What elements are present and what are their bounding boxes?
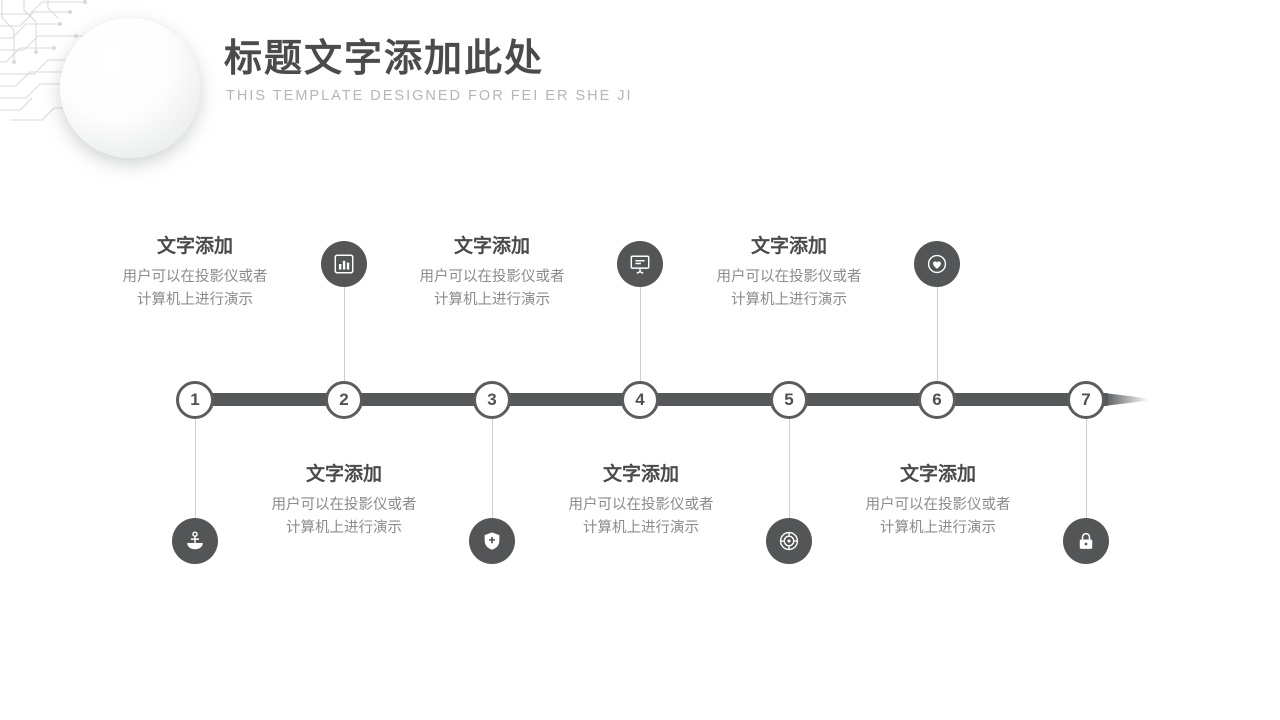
icon-circle-7[interactable] (1063, 518, 1109, 564)
node-number-5: 5 (784, 390, 794, 409)
timeline-heading-4: 文字添加 (453, 236, 530, 257)
timeline-heading-3: 文字添加 (602, 464, 679, 485)
node-number-4: 4 (635, 390, 645, 409)
node-number-1: 1 (190, 390, 200, 409)
timeline-body-3-line2: 计算机上进行演示 (583, 520, 699, 536)
page-header: 标题文字添加此处 THIS TEMPLATE DESIGNED FOR FEI … (0, 0, 1280, 170)
timeline-text-5: 文字添加 用户可以在投影仪或者 计算机上进行演示 (823, 463, 1053, 540)
timeline-node-2[interactable]: 2 (325, 381, 363, 419)
icon-circle-6[interactable] (914, 241, 960, 287)
timeline-body-4-line1: 用户可以在投影仪或者 (419, 269, 565, 285)
anchor-icon (187, 531, 203, 550)
timeline-body-5-line2: 计算机上进行演示 (880, 520, 996, 536)
timeline-node-4[interactable]: 4 (621, 381, 659, 419)
node-number-3: 3 (487, 390, 497, 409)
timeline-body-5-line1: 用户可以在投影仪或者 (865, 497, 1011, 513)
timeline-node-3[interactable]: 3 (473, 381, 511, 419)
timeline-body-6-line2: 计算机上进行演示 (731, 292, 847, 308)
timeline-node-5[interactable]: 5 (770, 381, 808, 419)
shield-icon (484, 532, 500, 550)
timeline-text-7 (970, 235, 1200, 242)
timeline-body-2-line2: 计算机上进行演示 (137, 292, 253, 308)
hand-heart-icon (927, 254, 947, 274)
timeline-heading-1: 文字添加 (305, 464, 382, 485)
page-title: 标题文字添加此处 (224, 38, 545, 80)
timeline-body-3-line1: 用户可以在投影仪或者 (568, 497, 714, 513)
node-number-7: 7 (1081, 390, 1091, 409)
presentation-icon (630, 255, 650, 274)
bar-chart-icon (334, 254, 354, 274)
connector-4 (640, 275, 641, 381)
icon-circle-3[interactable] (469, 518, 515, 564)
timeline-bar-tail (1104, 393, 1149, 406)
icon-circle-5[interactable] (766, 518, 812, 564)
connector-6 (937, 275, 938, 381)
icon-circle-2[interactable] (321, 241, 367, 287)
timeline-text-2: 文字添加 用户可以在投影仪或者 计算机上进行演示 (80, 235, 310, 312)
timeline-body-6-line1: 用户可以在投影仪或者 (716, 269, 862, 285)
timeline-body-1-line1: 用户可以在投影仪或者 (271, 497, 417, 513)
timeline-body-4-line2: 计算机上进行演示 (434, 292, 550, 308)
timeline-heading-5: 文字添加 (899, 464, 976, 485)
lock-icon (1079, 532, 1093, 549)
node-number-2: 2 (339, 390, 349, 409)
node-number-6: 6 (932, 390, 942, 409)
timeline-body-1-line2: 计算机上进行演示 (286, 520, 402, 536)
connector-5 (789, 418, 790, 518)
title-block: 标题文字添加此处 THIS TEMPLATE DESIGNED FOR FEI … (224, 36, 633, 104)
timeline-text-1: 文字添加 用户可以在投影仪或者 计算机上进行演示 (229, 463, 459, 540)
timeline-node-6[interactable]: 6 (918, 381, 956, 419)
timeline-node-7[interactable]: 7 (1067, 381, 1105, 419)
connector-1 (195, 418, 196, 518)
connector-7 (1086, 418, 1087, 518)
connector-2 (344, 275, 345, 381)
timeline-diagram: 1 2 3 4 5 6 7 (0, 205, 1280, 625)
header-sphere-graphic (60, 18, 200, 158)
icon-circle-1[interactable] (172, 518, 218, 564)
page-subtitle: THIS TEMPLATE DESIGNED FOR FEI ER SHE JI (226, 88, 633, 104)
timeline-text-6: 文字添加 用户可以在投影仪或者 计算机上进行演示 (674, 235, 904, 312)
target-icon (779, 531, 799, 551)
timeline-text-3: 文字添加 用户可以在投影仪或者 计算机上进行演示 (526, 463, 756, 540)
icon-circle-4[interactable] (617, 241, 663, 287)
timeline-heading-6: 文字添加 (750, 236, 827, 257)
timeline-heading-2: 文字添加 (156, 236, 233, 257)
timeline-body-2-line1: 用户可以在投影仪或者 (122, 269, 268, 285)
connector-3 (492, 418, 493, 518)
timeline-text-4: 文字添加 用户可以在投影仪或者 计算机上进行演示 (377, 235, 607, 312)
timeline-node-1[interactable]: 1 (176, 381, 214, 419)
